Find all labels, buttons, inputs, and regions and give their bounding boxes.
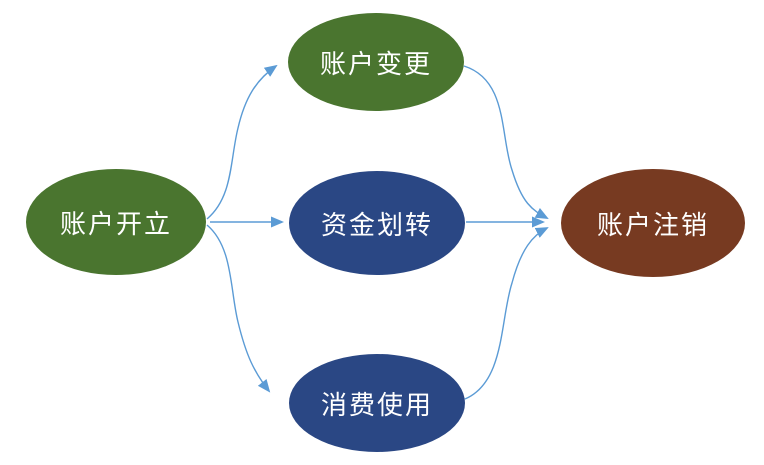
- edge-change-to-cancellation: [463, 65, 549, 219]
- node-account-opening: 账户开立: [26, 169, 206, 275]
- node-account-change-label: 账户变更: [319, 48, 432, 79]
- node-consumption-use: 消费使用: [289, 354, 465, 452]
- node-fund-transfer: 资金划转: [289, 171, 465, 275]
- node-account-cancellation-label: 账户注销: [596, 209, 709, 240]
- node-consumption-use-label: 消费使用: [320, 389, 433, 420]
- edge-consumption-to-cancellation: [464, 227, 549, 400]
- edge-opening-to-change: [206, 64, 278, 220]
- node-fund-transfer-label: 资金划转: [320, 209, 433, 240]
- edge-opening-to-consumption: [206, 224, 271, 393]
- node-account-change: 账户变更: [288, 13, 464, 111]
- node-account-opening-label: 账户开立: [59, 208, 172, 239]
- node-account-cancellation: 账户注销: [561, 169, 745, 277]
